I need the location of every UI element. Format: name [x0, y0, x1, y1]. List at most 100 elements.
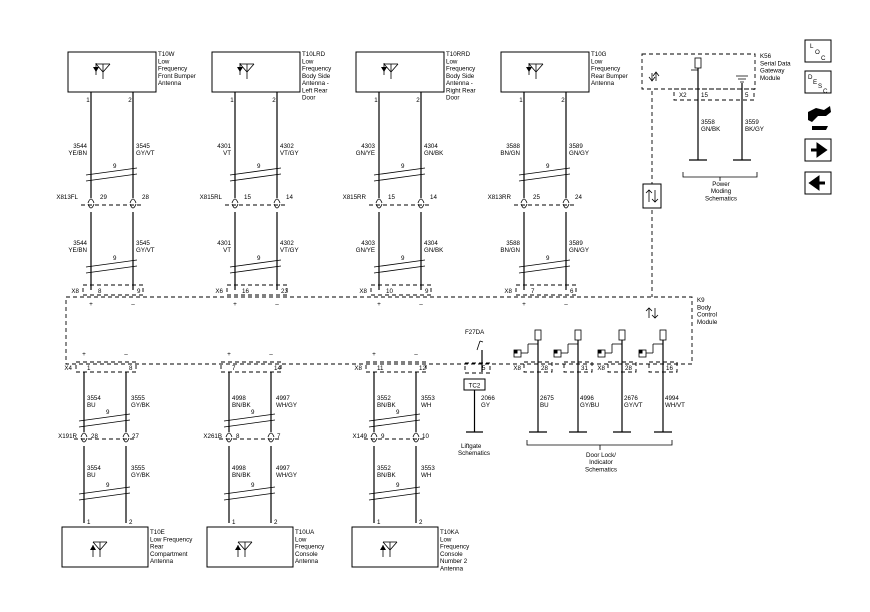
description-button[interactable]	[804, 70, 832, 94]
pin-number: 15	[244, 194, 251, 201]
circuit-number: 4303	[361, 240, 375, 247]
pin-number: 2	[561, 97, 565, 104]
connector-icon	[417, 198, 425, 209]
circuit-number: 3589	[569, 143, 583, 150]
connector-female	[267, 432, 275, 438]
twist-line	[223, 492, 276, 501]
pin-number: 1	[377, 519, 381, 526]
twist-count: 9	[257, 255, 261, 262]
circuit-number: 4994	[665, 395, 679, 402]
circuit-number: 3553	[421, 395, 435, 402]
component-description: Body Side	[446, 73, 475, 80]
connector-id: X2	[679, 92, 687, 99]
twisted-pair: 9	[373, 255, 426, 274]
circuit-number: 4997	[276, 395, 290, 402]
twisted-pair: 9	[518, 255, 571, 274]
circuit-number: 3559	[745, 119, 759, 126]
twist-count: 9	[251, 409, 255, 416]
wire-color: WH	[421, 472, 431, 479]
polarity-plus: +	[372, 351, 376, 358]
component-id: T10UA	[295, 529, 315, 536]
wrench-icon[interactable]	[808, 106, 831, 130]
connector-id: X8	[504, 288, 512, 295]
twisted-pair: 9	[78, 409, 131, 428]
pin-number: 14	[286, 194, 293, 201]
antenna-module-box	[355, 51, 445, 93]
connector-id: X6	[215, 288, 223, 295]
twist-count: 9	[106, 409, 110, 416]
connector-icon	[273, 198, 281, 209]
circuit-number: 4996	[580, 395, 594, 402]
twist-line	[78, 419, 131, 428]
connector-icon	[225, 432, 233, 443]
location-button[interactable]	[804, 39, 832, 63]
pin-number: 28	[142, 194, 149, 201]
twist-line	[85, 173, 138, 182]
twisted-pair: 9	[85, 163, 138, 182]
pin-number: 2	[272, 97, 276, 104]
twisted-pair: 9	[368, 482, 421, 501]
connector-icon	[370, 432, 378, 443]
circuit-number: 4304	[424, 143, 438, 150]
wire-color: GY/VT	[624, 402, 643, 409]
bidirectional-arrow-icon	[648, 71, 660, 82]
driver-icon-fill	[554, 350, 558, 354]
description-label: D	[808, 74, 813, 81]
antenna-module-box	[211, 51, 301, 93]
wire-color: GY/BK	[131, 472, 151, 479]
twist-line	[85, 265, 138, 274]
wire-color: VT	[223, 247, 231, 254]
polarity-plus: +	[82, 351, 86, 358]
arrow-left-icon[interactable]	[808, 175, 825, 191]
pin-number: 8	[236, 433, 240, 440]
twist-line	[373, 167, 426, 176]
connector-female	[80, 432, 88, 438]
component-description: Frequency	[591, 66, 621, 73]
connector-id: X8	[513, 365, 521, 372]
pin-number: 14	[274, 365, 281, 372]
connector-female	[375, 198, 383, 204]
twist-count: 9	[401, 163, 405, 170]
bcm-connector-box	[515, 284, 577, 296]
twist-line	[373, 173, 426, 182]
polarity-minus: –	[124, 351, 128, 358]
pin-number: 7	[277, 433, 281, 440]
polarity-plus: +	[233, 301, 237, 308]
pin-number: 27	[132, 433, 139, 440]
connector-female	[122, 432, 130, 438]
connector-id: X8	[354, 365, 362, 372]
wire-color: GN/BK	[701, 126, 721, 133]
component-description: Antenna	[158, 80, 182, 87]
component-description: Number 2	[440, 558, 468, 565]
twist-count: 9	[251, 482, 255, 489]
switch-id: F27DA	[465, 329, 485, 336]
antenna-arm	[244, 541, 253, 551]
twisted-pair: 9	[223, 409, 276, 428]
connector-id: X8	[359, 288, 367, 295]
wire-color: GN/GY	[569, 247, 589, 254]
schematic-reference: Schematics	[458, 450, 490, 457]
wire-color: GY/VT	[136, 247, 155, 254]
bcm-connector-box	[82, 284, 144, 296]
twist-line	[518, 259, 571, 268]
resistor-icon	[574, 329, 582, 341]
schematic-reference: Door Lock/	[586, 452, 616, 459]
location-label: C	[821, 55, 826, 62]
wire-color: GN/BK	[424, 150, 444, 157]
twist-line	[518, 265, 571, 274]
reference-bracket	[682, 172, 758, 181]
connector-id: X8	[71, 288, 79, 295]
connector-female	[412, 432, 420, 438]
bcm-connector-box	[464, 362, 491, 374]
twist-line	[223, 486, 276, 495]
schematic-reference: Indicator	[589, 459, 613, 466]
antenna-arm	[92, 541, 101, 551]
component-description: Console	[440, 551, 463, 558]
twist-line	[78, 486, 131, 495]
twisted-pair: 9	[85, 255, 138, 274]
antenna-arm	[528, 63, 537, 73]
polarity-minus: –	[131, 301, 135, 308]
wire-color: GY	[481, 402, 490, 409]
arrow-right-icon[interactable]	[811, 142, 828, 158]
